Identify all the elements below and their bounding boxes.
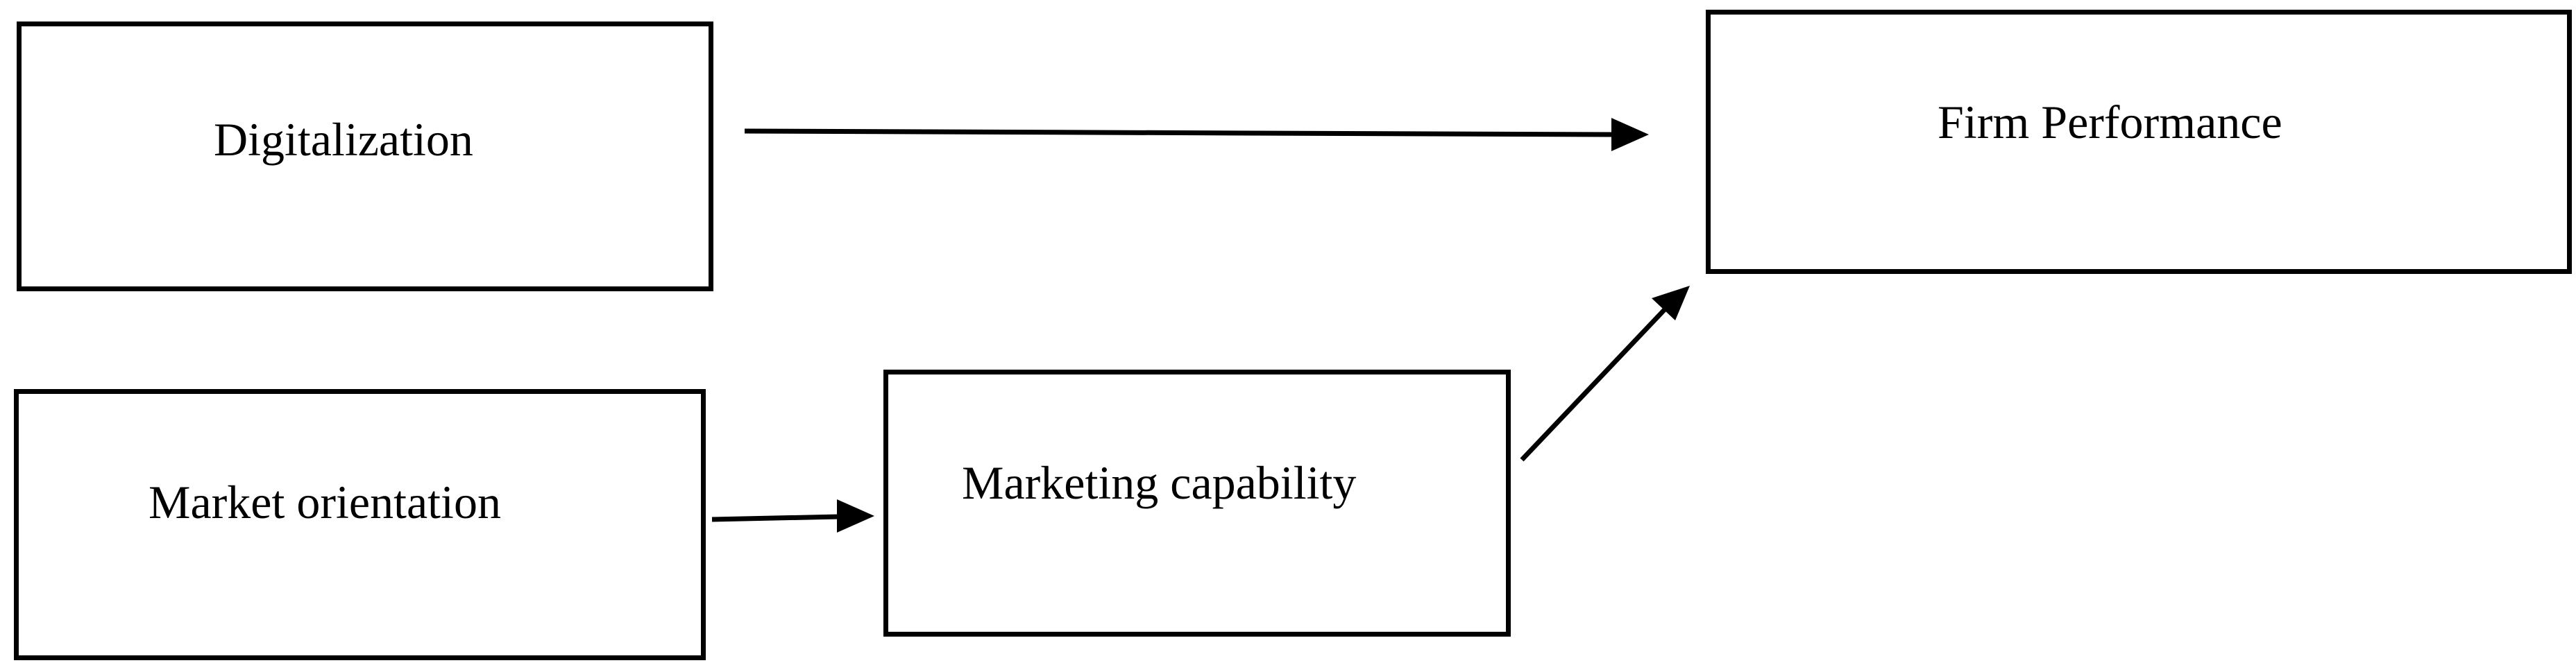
arrow-marketing-capability-to-firm-performance	[1520, 286, 1690, 462]
arrow-market-orientation-to-marketing-capability	[711, 499, 874, 533]
digitalization-label: Digitalization	[214, 113, 473, 166]
firm-performance-label: Firm Performance	[1938, 96, 2282, 148]
marketing-capability-label: Marketing capability	[962, 456, 1357, 509]
digitalization-box: Digitalization	[17, 21, 713, 291]
market-orientation-label: Market orientation	[149, 476, 501, 528]
market-orientation-box: Market orientation	[14, 389, 706, 660]
marketing-capability-box: Marketing capability	[883, 370, 1511, 637]
firm-performance-box: Firm Performance	[1706, 10, 2572, 274]
arrow-digitalization-to-firm-performance	[744, 118, 1649, 151]
